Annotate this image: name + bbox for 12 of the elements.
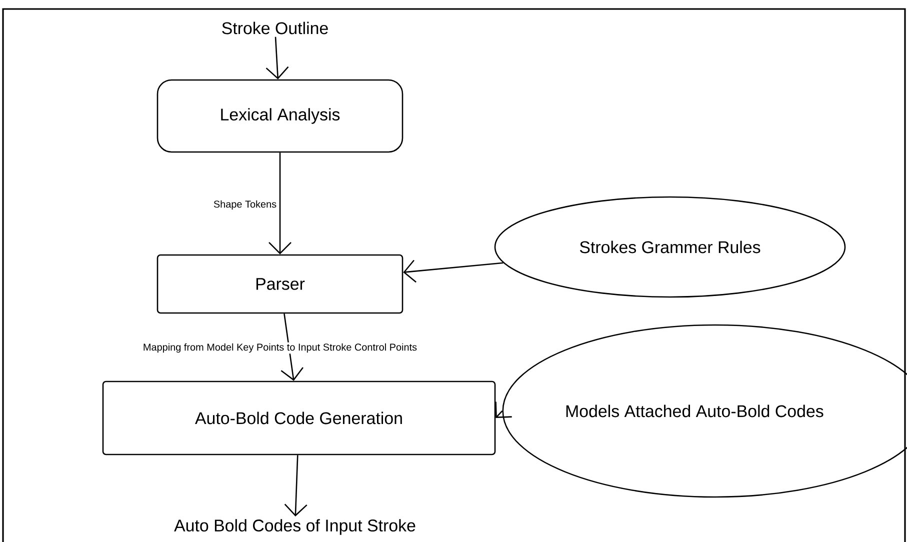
arrow [403, 260, 504, 283]
input-text: Stroke Outline [222, 22, 328, 34]
edge-label: Shape Tokens [212, 199, 278, 211]
process-box: Auto-Bold Code Generation [102, 380, 496, 456]
process-box: Lexical Analysis [156, 79, 404, 153]
output-text: Auto Bold Codes of Input Stroke [174, 519, 416, 535]
process-box: Parser [156, 254, 404, 314]
edge-label: Mapping from Model Key Points to Input Stroke Control Points [142, 342, 418, 354]
arrow [280, 314, 304, 381]
arrow [284, 455, 308, 516]
arrow [266, 36, 289, 80]
arrow [268, 152, 292, 254]
